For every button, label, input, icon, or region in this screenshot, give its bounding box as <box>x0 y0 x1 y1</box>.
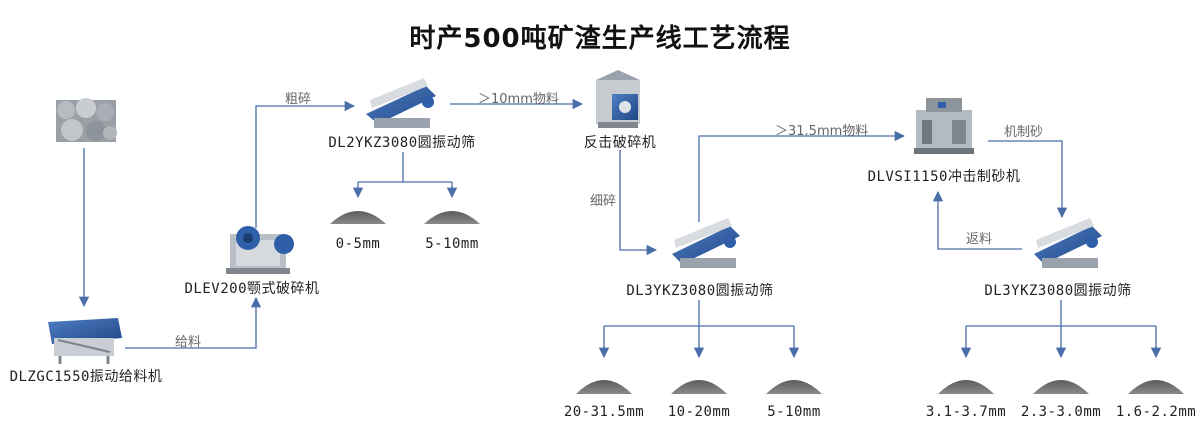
product-label: 5-10mm <box>767 404 821 420</box>
edge-screen3-return <box>932 190 1022 250</box>
screen3-image <box>1034 218 1102 268</box>
screen1-label: DL2YKZ3080圆振动筛 <box>328 135 476 151</box>
edge-sandmaker-to-screen3 <box>988 140 1068 219</box>
edge-label-gt315: ＞31.5mm物料 <box>775 124 869 139</box>
pile-s3-23-30 <box>1033 380 1089 394</box>
screen2-image <box>672 218 740 268</box>
pile-s3-16-22 <box>1128 380 1184 394</box>
edge-screen3-outputs <box>965 300 1157 352</box>
product-label: 20-31.5mm <box>563 404 645 420</box>
impact-crusher-label: 反击破碎机 <box>583 135 657 151</box>
pile-s2-20-31 <box>576 380 632 394</box>
pile-s2-5-10 <box>766 380 822 394</box>
diagram-title: 时产500吨矿渣生产线工艺流程 <box>409 24 791 54</box>
sand-maker-image <box>914 98 974 154</box>
edge-feeder-to-jaw <box>125 296 262 349</box>
screen1-image <box>366 78 436 128</box>
edge-screen2-outputs <box>603 300 795 352</box>
edge-label-return: 返料 <box>966 232 993 247</box>
edge-jaw-to-screen1 <box>255 100 356 228</box>
edge-impact-to-screen2 <box>619 150 658 256</box>
edge-label-fine: 细碎 <box>590 194 617 209</box>
product-label: 10-20mm <box>667 404 731 420</box>
screen2-label: DL3YKZ3080圆振动筛 <box>626 283 774 299</box>
edge-screen1-outputs <box>357 152 453 196</box>
edge-screen2-to-sandmaker <box>698 130 906 222</box>
product-label: 3.1-3.7mm <box>925 404 1007 420</box>
pile-s3-31-37 <box>938 380 994 394</box>
impact-crusher-image <box>596 70 640 128</box>
pile-s2-10-20 <box>671 380 727 394</box>
screen3-label: DL3YKZ3080圆振动筛 <box>984 283 1132 299</box>
jaw-crusher-image <box>226 226 294 274</box>
product-label: 0-5mm <box>335 236 381 252</box>
pile-s1-0-5 <box>330 211 386 224</box>
sand-maker-label: DLVSI1150冲击制砂机 <box>867 169 1021 185</box>
edge-label-coarse: 粗碎 <box>285 92 312 107</box>
raw-material-image <box>56 98 117 142</box>
product-label: 5-10mm <box>425 236 479 252</box>
pile-s1-5-10 <box>424 211 480 224</box>
product-label: 1.6-2.2mm <box>1115 404 1197 420</box>
jaw-crusher-label: DLEV200颚式破碎机 <box>184 281 320 297</box>
product-label: 2.3-3.0mm <box>1020 404 1102 420</box>
edge-label-gt10: ＞10mm物料 <box>478 92 559 107</box>
vibrating-feeder-image <box>48 318 122 364</box>
edge-label-feed: 给料 <box>175 335 202 350</box>
edge-label-machine-sand: 机制砂 <box>1004 125 1044 140</box>
feeder-label: DLZGC1550振动给料机 <box>9 369 163 385</box>
